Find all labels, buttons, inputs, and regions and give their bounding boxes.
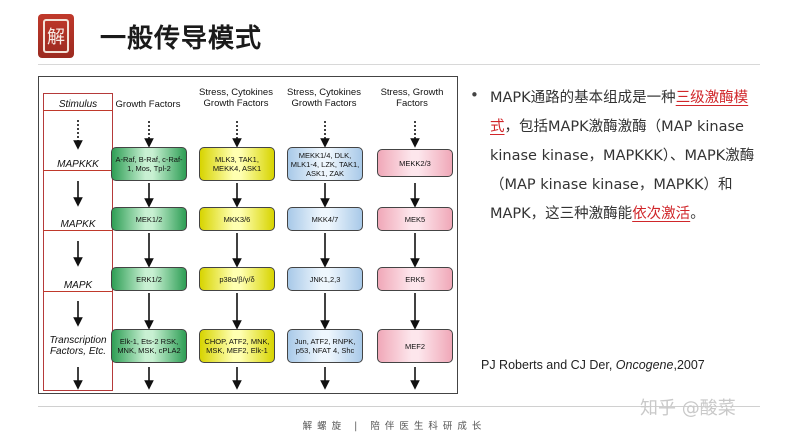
stage-label-stimulus: Stimulus xyxy=(43,99,113,111)
node-mapkk-col2: MKK3/6 xyxy=(199,207,275,231)
stage-label-mapk: MAPK xyxy=(43,280,113,292)
node-mapk-col4: ERK5 xyxy=(377,267,453,291)
watermark: 知乎 @酸菜 xyxy=(640,398,736,419)
node-mapkk-col3: MKK4/7 xyxy=(287,207,363,231)
node-mapkk-col1: MEK1/2 xyxy=(111,207,187,231)
node-mapkkk-col1: A-Raf, B-Raf, c-Raf-1, Mos, Tpl-2 xyxy=(111,147,187,181)
diagram-arrows xyxy=(73,120,420,390)
mapk-pathway-diagram: Stimulus MAPKKK MAPKK MAPK Transcription… xyxy=(38,76,458,394)
footer-divider xyxy=(38,406,760,407)
node-tf-col4: MEF2 xyxy=(377,329,453,363)
node-mapkkk-col3: MEKK1/4, DLK, MLK1-4, LZK, TAK1, ASK1, Z… xyxy=(287,147,363,181)
bullet-marker: • xyxy=(470,86,479,104)
node-mapkkk-col2: MLK3, TAK1, MEKK4, ASK1 xyxy=(199,147,275,181)
logo-glyph: 解 xyxy=(43,19,69,53)
node-mapkk-col4: MEK5 xyxy=(377,207,453,231)
node-mapkkk-col4: MEKK2/3 xyxy=(377,149,453,177)
citation: PJ Roberts and CJ Der, Oncogene,2007 xyxy=(481,358,705,372)
footer-text: 解螺旋 | 陪伴医生科研成长 xyxy=(302,421,487,432)
stage-label-mapkkk: MAPKKK xyxy=(43,159,113,171)
node-mapk-col3: JNK1,2,3 xyxy=(287,267,363,291)
highlight-three-tier: 三级激酶模式 xyxy=(490,90,749,135)
page-title: 一般传导模式 xyxy=(100,24,263,54)
desc-part-1: MAPK通路的基本组成是一种 xyxy=(490,90,676,106)
column-header-stress-growth: Stress, Growth Factors xyxy=(380,87,444,109)
node-tf-col3: Jun, ATF2, RNPK, p53, NFAT 4, Shc xyxy=(287,329,363,363)
desc-part-2: ，包括MAPK激酶激酶（MAP kinase kinase kinase，MAP… xyxy=(490,119,755,222)
node-tf-col2: CHOP, ATF2, MNK, MSK, MEF2, Elk-1 xyxy=(199,329,275,363)
column-header-growth-factors: Growth Factors xyxy=(115,99,181,110)
citation-year: ,2007 xyxy=(673,358,705,372)
column-header-stress-cytokines: Stress, Cytokines Growth Factors xyxy=(199,87,273,109)
stage-bracket xyxy=(43,93,113,391)
highlight-sequential-activation: 依次激活 xyxy=(632,206,691,222)
column-header-stress-cytokines-2: Stress, Cytokines Growth Factors xyxy=(287,87,361,109)
node-tf-col1: Elk-1, Ets-2 RSK, MNK, MSK, cPLA2 xyxy=(111,329,187,363)
node-mapk-col1: ERK1/2 xyxy=(111,267,187,291)
desc-part-3: 。 xyxy=(690,206,705,222)
pathway-description: MAPK通路的基本组成是一种三级激酶模式，包括MAPK激酶激酶（MAP kina… xyxy=(490,84,775,229)
brand-logo: 解 xyxy=(38,14,74,58)
title-divider xyxy=(38,64,760,65)
stage-label-mapkk: MAPKK xyxy=(43,219,113,231)
node-mapk-col2: p38α/β/γ/δ xyxy=(199,267,275,291)
stage-label-transcription-factors: Transcription Factors, Etc. xyxy=(49,335,107,357)
citation-journal: Oncogene xyxy=(615,358,674,372)
citation-authors: PJ Roberts and CJ Der, xyxy=(481,358,616,372)
